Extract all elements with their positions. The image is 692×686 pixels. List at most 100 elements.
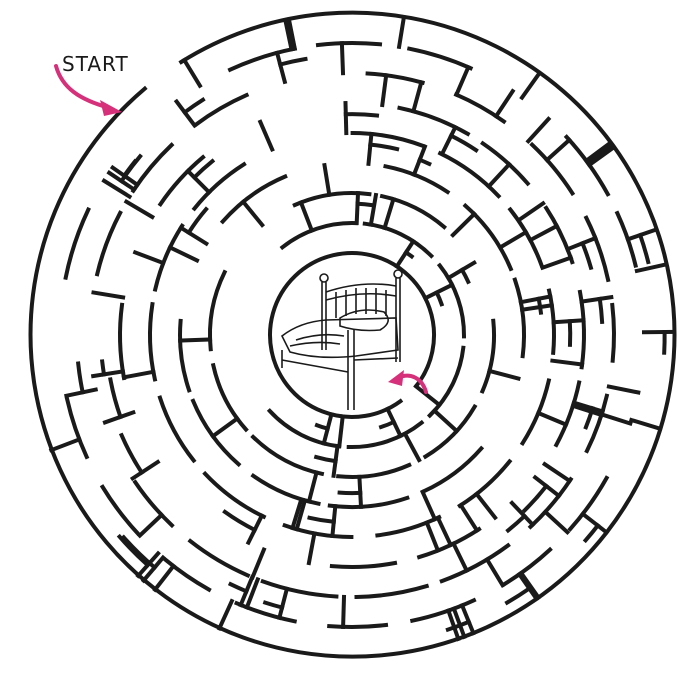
maze-wall-spoke [423,492,435,519]
maze-wall-spoke [413,82,421,111]
maze-wall-spoke [184,60,200,86]
maze-wall-spoke [94,293,124,298]
maze-wall-spoke [489,371,518,379]
maze-wall-spoke [416,386,439,405]
maze-wall-arc [190,541,248,575]
maze-wall-arc [482,321,494,392]
maze-wall-arc [150,304,155,379]
maze-wall-spoke [522,305,552,309]
maze-wall-spoke [124,372,153,378]
maze-wall-spoke [277,53,285,82]
maze-wall-arc [120,305,124,378]
maze-wall-spoke [456,67,468,95]
maze-wall-arc [462,270,468,282]
maze-wall-arc [330,498,408,507]
maze-wall-arc [185,100,203,113]
maze-wall-spoke [453,214,474,235]
maze-wall-arc [237,603,295,621]
maze-wall-arc [180,321,189,390]
maze-wall-arc [420,160,430,164]
maze-wall-spoke [500,232,526,247]
maze-wall-spoke [609,387,638,393]
maze-wall-arc [316,457,335,461]
maze-wall-spoke [357,193,358,223]
maze-wall-spoke [325,165,330,195]
maze-wall-arc [270,253,434,417]
maze-wall-spoke [213,419,237,437]
maze-wall-spoke [530,226,557,240]
maze-wall-arc [225,512,255,530]
maze-wall-arc [265,603,282,608]
maze-wall-spoke [399,17,404,47]
maze-wall-arc [110,379,120,417]
maze-wall-arc [166,560,209,590]
maze-wall-arc [253,437,322,474]
maze-wall-arc [332,563,395,567]
maze-wall-spoke [181,228,206,244]
maze-wall-arc [515,280,524,356]
maze-wall-arc [97,213,120,274]
maze-wall-arc [583,243,591,268]
maze-walls [31,13,675,657]
maze-wall-arc [424,448,481,491]
maze-wall-arc [451,136,476,151]
maze-wall-arc [340,493,361,494]
maze-wall-spoke [545,464,570,481]
maze-wall-arc [460,461,510,505]
maze-wall-arc [381,422,394,427]
maze-wall-spoke [461,505,477,530]
maze-wall-arc [365,224,432,256]
maze-wall-arc [263,581,337,596]
maze-wall-arc [102,361,104,374]
maze-wall-arc [282,223,356,247]
maze-wall-arc [640,235,648,262]
maze-wall-spoke [631,420,660,429]
maze-wall-spoke [93,371,123,376]
maze-wall-arc [210,272,225,349]
maze-wall-spoke [51,439,79,450]
maze-wall-arc [368,74,423,83]
maze-wall-spoke [487,560,503,586]
maze-wall-spoke [405,434,419,460]
maze-wall-arc [507,589,529,603]
maze-wall-spoke [140,515,162,536]
maze-wall-arc [317,425,328,428]
maze-wall-arc [612,305,614,361]
maze-wall-spoke [339,417,342,447]
maze-wall-spoke [602,414,631,423]
maze-wall-arc [338,465,409,477]
maze-wall-spoke [170,247,197,260]
maze-wall-spoke [369,134,372,164]
maze-wall-arc [523,381,549,444]
maze-wall-arc [213,365,246,429]
maze-wall-spoke [342,43,343,73]
maze-wall-arc [318,43,380,45]
bed-icon [282,270,402,410]
maze-wall-spoke [346,103,347,133]
maze-wall-spoke [260,122,272,149]
maze-wall-spoke [454,544,467,571]
start-label: START [62,52,129,76]
maze-wall-spoke [371,195,376,225]
maze-wall-spoke [521,297,551,303]
maze-wall-spoke [462,605,473,633]
maze-wall-arc [231,584,247,591]
maze-wall-spoke [309,534,315,564]
maze-wall-spoke [442,127,455,154]
maze-wall-arc [532,145,572,194]
maze-wall-spoke [135,252,163,263]
maze-wall-spoke [343,597,344,627]
maze-wall-spoke [637,264,666,271]
maze-wall-arc [357,586,427,597]
maze-wall-spoke [547,140,569,160]
maze-wall-arc [508,516,524,530]
maze-wall-arc [370,145,397,150]
maze-wall-arc [483,143,528,183]
maze-wall-arc [570,478,606,529]
maze-wall-spoke [253,550,264,578]
maze-wall-arc [556,383,579,445]
maze-wall-arc [78,364,83,393]
maze-wall-arc [600,299,602,322]
maze-wall-spoke [385,199,394,228]
